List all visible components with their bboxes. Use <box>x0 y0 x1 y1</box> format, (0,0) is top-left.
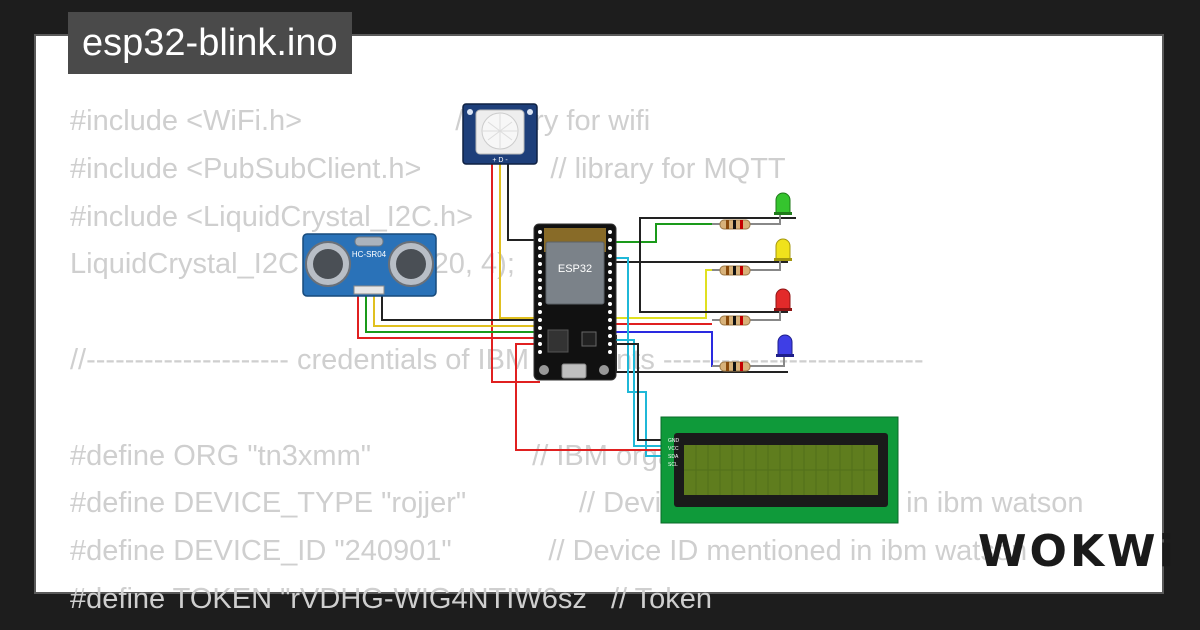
wire-us-vcc <box>357 296 540 339</box>
wire-us-gnd <box>381 296 540 321</box>
code-line-10: #define DEVICE_ID "240901" // Device ID … <box>70 535 1028 568</box>
wire-pir-out <box>499 164 540 319</box>
lcd-pin-scl: SCL <box>668 462 678 468</box>
resistor-1[interactable] <box>712 219 760 230</box>
lcd-display[interactable]: GND VCC SDA SCL <box>660 416 899 524</box>
wire-lcd-scl <box>610 339 664 447</box>
lcd-pixel-grid <box>684 445 878 495</box>
wire-gnd-3 <box>639 262 788 313</box>
wire-led-yellow <box>610 269 712 319</box>
code-line-2: #include <PubSubClient.h> // library for… <box>70 152 786 185</box>
code-line-3: #include <LiquidCrystal_I2C.h> <box>70 200 474 233</box>
led-green[interactable] <box>774 192 792 215</box>
pir-pin-labels: + D - <box>492 157 508 164</box>
lcd-pin-vcc: VCC <box>668 446 679 452</box>
wire-lcd-gnd <box>610 343 664 441</box>
file-name-tab[interactable]: esp32-blink.ino <box>68 12 352 74</box>
esp32-pins-left <box>538 230 542 354</box>
wire-led-blue <box>610 331 740 367</box>
wire-led-green <box>610 223 712 243</box>
esp32-pins-right <box>608 230 612 354</box>
led-red[interactable] <box>774 288 792 311</box>
ultrasonic-sensor[interactable]: HC-SR04 <box>302 233 437 297</box>
ultrasonic-label: HC-SR04 <box>352 250 387 259</box>
wires <box>357 164 796 457</box>
wire-pir-vcc <box>491 164 540 383</box>
resistor-3[interactable] <box>712 315 760 326</box>
led-yellow[interactable] <box>774 238 792 261</box>
led-blue[interactable] <box>776 334 794 357</box>
code-line-11: #define TOKEN "rVDHG-WIG4NTIW6sz // Toke… <box>70 582 713 615</box>
esp32-label: ESP32 <box>558 263 592 275</box>
lcd-pin-gnd: GND <box>668 438 680 444</box>
pir-sensor[interactable]: + D - <box>462 103 538 165</box>
resistor-2[interactable] <box>712 265 760 276</box>
editor-card: #include <WiFi.h> // library for wifi #i… <box>34 34 1164 615</box>
wire-us-trig <box>365 296 540 333</box>
wire-gnd-bus <box>610 217 796 263</box>
wire-pir-gnd <box>507 164 540 241</box>
resistor-4[interactable] <box>712 361 760 372</box>
wire-us-echo <box>373 296 540 327</box>
wokwi-logo: WOKWi <box>978 526 1177 577</box>
wire-lcd-vcc <box>515 343 664 451</box>
esp32-board[interactable]: ESP32 <box>533 223 617 381</box>
lcd-pin-sda: SDA <box>668 454 679 460</box>
leds <box>774 192 794 357</box>
resistors <box>712 212 785 372</box>
